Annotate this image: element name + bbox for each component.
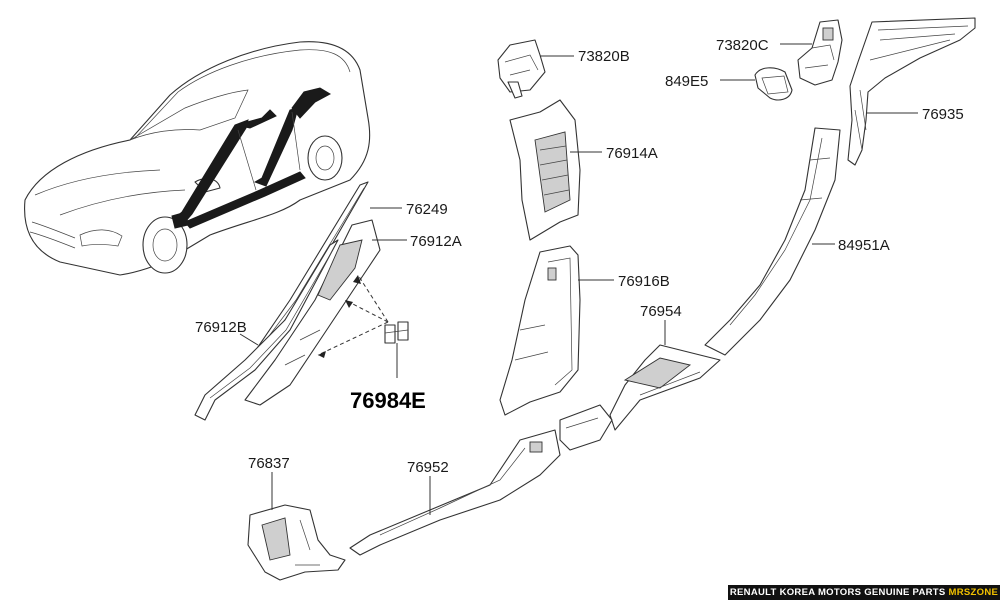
- part-76916B-trim: [499, 245, 581, 416]
- footer-text: RENAULT KOREA MOTORS GENUINE PARTS: [729, 587, 946, 598]
- label-76984E: 76984E: [350, 388, 426, 413]
- car-illustration: [24, 41, 371, 276]
- part-76984E-clips: [384, 321, 409, 344]
- part-84951A-trim: [704, 127, 841, 356]
- part-76954-scuff: [609, 344, 721, 431]
- label-849E5: 849E5: [665, 73, 708, 90]
- part-76914A-trim: [509, 99, 581, 241]
- label-73820C: 73820C: [716, 37, 769, 54]
- label-76914A: 76914A: [606, 145, 658, 162]
- part-76912B-trim: [194, 239, 339, 421]
- label-76912A: 76912A: [410, 233, 462, 250]
- part-small-clip: [559, 404, 613, 451]
- part-76912A-trim: [244, 219, 381, 406]
- part-76952-trim: [349, 429, 561, 556]
- footer-brand: MRSZONE: [948, 587, 999, 598]
- footer-banner: RENAULT KOREA MOTORS GENUINE PARTS MRSZO…: [728, 585, 1000, 600]
- label-76837: 76837: [248, 455, 290, 472]
- dashed-arrows: [317, 274, 389, 358]
- part-73820B-clip: [497, 39, 546, 99]
- part-849E5-cap: [754, 67, 793, 101]
- leader-lines: [239, 43, 918, 515]
- part-76935-trim: [847, 17, 976, 166]
- label-84951A: 84951A: [838, 237, 890, 254]
- label-76935: 76935: [922, 106, 964, 123]
- label-73820B: 73820B: [578, 48, 630, 65]
- label-76916B: 76916B: [618, 273, 670, 290]
- label-76912B: 76912B: [195, 319, 247, 336]
- part-73820C-bracket: [797, 19, 843, 86]
- label-76249: 76249: [406, 201, 448, 218]
- part-76837-bracket: [247, 504, 346, 581]
- label-76952: 76952: [407, 459, 449, 476]
- label-76954: 76954: [640, 303, 682, 320]
